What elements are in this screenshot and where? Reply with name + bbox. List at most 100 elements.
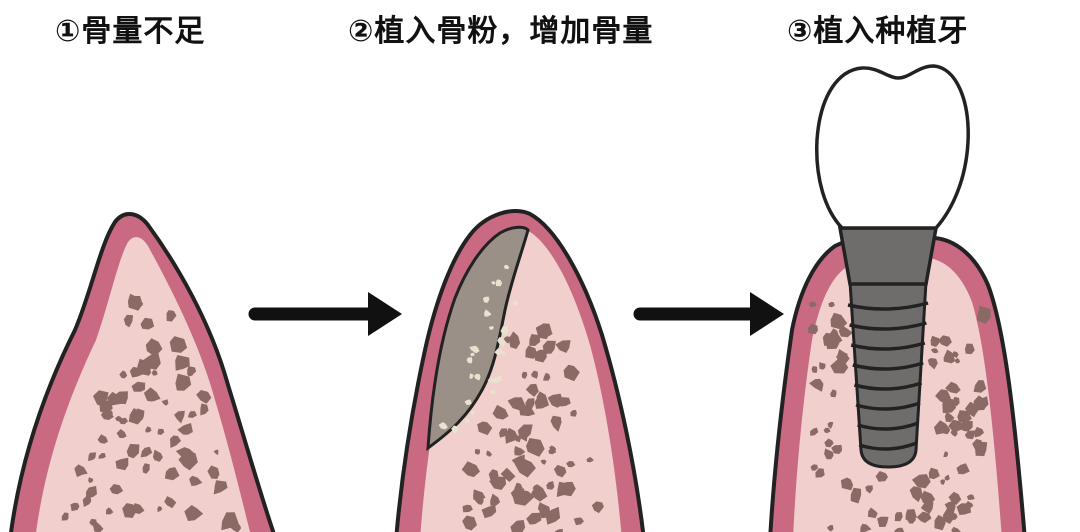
particle — [525, 398, 535, 410]
particle — [93, 521, 104, 532]
particle — [539, 504, 551, 519]
particle — [474, 496, 484, 505]
particle — [550, 415, 562, 432]
particle — [529, 334, 541, 346]
bone-ridge-grafted — [394, 209, 646, 532]
particle — [542, 340, 556, 354]
particle — [500, 326, 509, 336]
implant-abutment — [837, 226, 939, 286]
particle — [819, 362, 826, 370]
thread — [857, 421, 919, 431]
step-3-title: ③植入种植牙 — [787, 14, 969, 49]
particle — [221, 512, 240, 531]
step-2-title: ②植入骨粉，增加骨量 — [348, 14, 654, 49]
implant-threads — [847, 301, 929, 451]
particle — [942, 507, 955, 524]
particle — [189, 475, 203, 486]
particle — [126, 443, 140, 459]
particle — [927, 358, 938, 370]
particle — [956, 463, 970, 475]
particle — [934, 514, 946, 531]
particle — [453, 427, 458, 432]
particle — [944, 474, 950, 481]
particle — [482, 296, 490, 303]
particle — [865, 485, 873, 494]
step-1-title: ①骨量不足 — [55, 14, 206, 49]
particle — [521, 371, 528, 379]
particle — [810, 464, 818, 471]
particle — [495, 279, 503, 287]
particle — [566, 461, 576, 468]
particle — [438, 422, 448, 430]
particle — [178, 451, 198, 471]
particle — [526, 438, 545, 457]
particle — [928, 467, 940, 480]
bone-ridge-insufficient — [9, 212, 276, 532]
particle — [964, 501, 974, 510]
thread — [849, 321, 927, 331]
particle — [507, 397, 526, 411]
particle — [838, 325, 853, 338]
particle — [164, 467, 180, 481]
particle — [510, 520, 526, 532]
particle — [461, 461, 480, 478]
particle — [877, 471, 884, 479]
particle — [536, 391, 547, 405]
particle — [543, 372, 551, 381]
particle — [823, 427, 831, 434]
particle — [492, 404, 509, 420]
bone-particles — [807, 301, 991, 532]
particle — [140, 446, 153, 458]
particle — [490, 493, 501, 506]
particle — [809, 378, 824, 392]
thread — [852, 361, 924, 371]
particle — [494, 348, 504, 356]
particle — [531, 484, 548, 502]
particle — [82, 496, 92, 507]
particle — [944, 411, 955, 423]
particle — [119, 370, 128, 379]
particle — [974, 441, 988, 457]
particle — [540, 459, 547, 465]
particle — [517, 424, 533, 439]
particle — [511, 454, 525, 466]
particle — [966, 494, 975, 500]
particle — [470, 352, 475, 357]
particle — [556, 481, 569, 497]
particle — [130, 295, 143, 308]
particle — [174, 410, 185, 424]
particle — [906, 515, 916, 524]
particle — [810, 427, 819, 436]
particle — [175, 373, 192, 391]
particle — [826, 524, 834, 532]
particle — [187, 366, 197, 376]
particle — [462, 504, 473, 513]
particle — [943, 349, 956, 364]
particle — [815, 468, 825, 478]
particle — [508, 331, 521, 349]
bone-ridge-implanted — [768, 64, 1027, 532]
particle — [481, 505, 497, 519]
particle — [503, 264, 510, 270]
particle — [563, 364, 580, 382]
thread — [855, 401, 921, 411]
particle — [115, 457, 129, 471]
particle — [152, 449, 163, 462]
particle — [145, 338, 163, 357]
particle — [525, 345, 537, 359]
particle — [828, 301, 835, 308]
particle — [954, 358, 960, 364]
particle — [145, 426, 152, 433]
particle — [469, 345, 479, 352]
particle — [129, 366, 144, 378]
particle — [161, 399, 169, 406]
particle — [123, 314, 134, 328]
particle — [164, 496, 177, 509]
particle — [824, 448, 834, 460]
particle — [470, 410, 476, 416]
thread — [853, 381, 923, 391]
implant-screw — [847, 280, 929, 469]
particle — [466, 357, 473, 364]
particle — [169, 336, 188, 353]
